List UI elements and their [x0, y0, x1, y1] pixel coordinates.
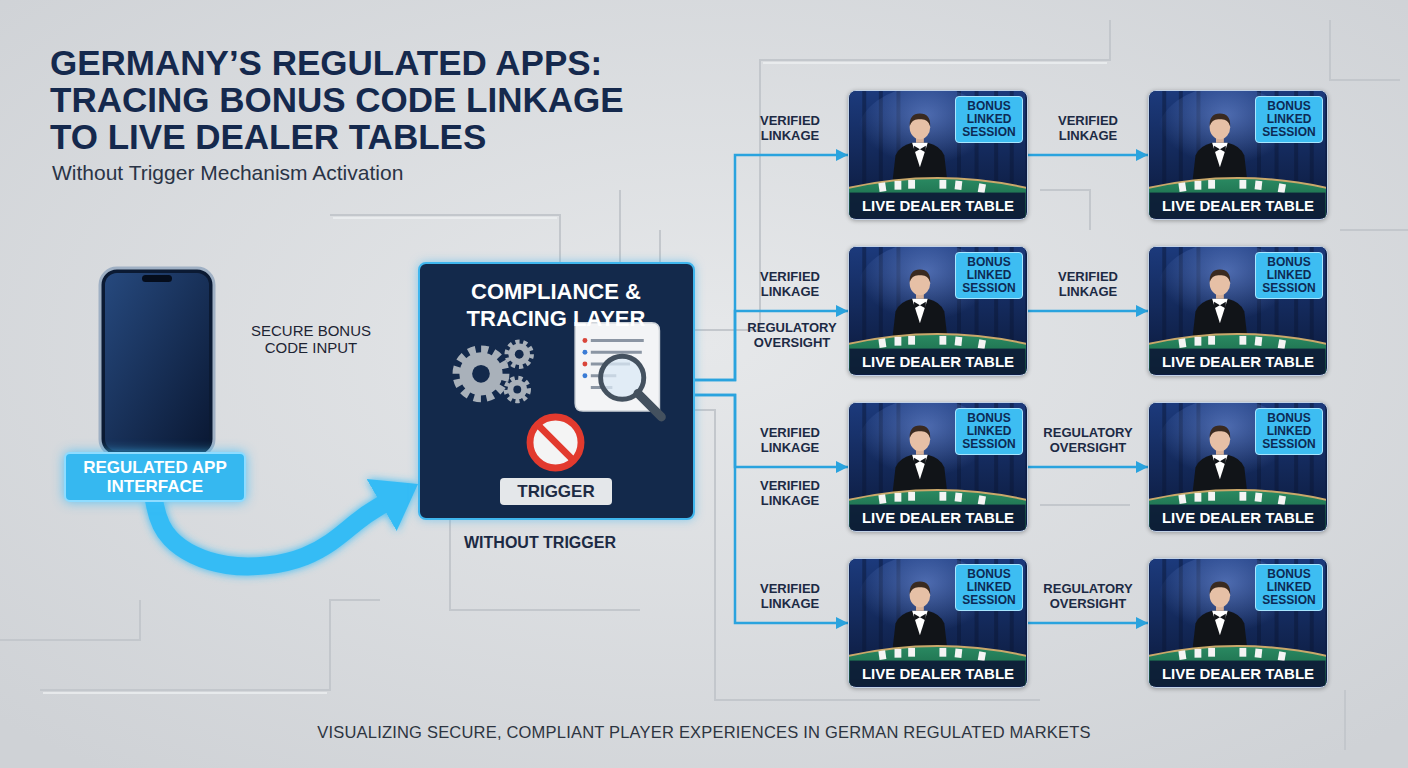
flow-arrow	[154, 500, 383, 566]
circuit-line	[1340, 229, 1408, 231]
link-arrow	[1028, 466, 1148, 469]
bonus-badge: BONUS LINKED SESSION	[1255, 408, 1323, 455]
link-arrow	[1028, 154, 1148, 157]
bonus-badge: BONUS LINKED SESSION	[1255, 252, 1323, 299]
live-dealer-card: BONUS LINKED SESSION LIVE DEALER TABLE	[1148, 246, 1328, 376]
illustration	[1149, 247, 1326, 374]
live-dealer-card: BONUS LINKED SESSION LIVE DEALER TABLE	[848, 246, 1028, 376]
link-arrow	[1028, 310, 1148, 313]
circuit-lines	[0, 20, 1408, 750]
link-arrow	[695, 395, 848, 623]
circuit-line	[659, 230, 661, 262]
bonus-badge: BONUS LINKED SESSION	[955, 408, 1023, 455]
circuit-line	[1330, 20, 1400, 80]
circuit-line	[333, 217, 557, 219]
illustration	[849, 559, 1026, 686]
circuit-line	[43, 692, 327, 694]
illustration	[849, 403, 1026, 530]
table-caption: LIVE DEALER TABLE	[849, 665, 1027, 682]
link-arrow	[695, 395, 848, 467]
table-caption: LIVE DEALER TABLE	[1149, 665, 1327, 682]
illustration	[457, 323, 661, 468]
illustration	[1149, 91, 1326, 218]
bonus-badge: BONUS LINKED SESSION	[955, 96, 1023, 143]
subtitle: Without Trigger Mechanism Activation	[52, 161, 572, 185]
diagram-title: GERMANY’S REGULATED APPS: TRACING BONUS …	[50, 44, 650, 155]
bonus-badge: BONUS LINKED SESSION	[1255, 96, 1323, 143]
edge-note: REGULATORY OVERSIGHT	[742, 320, 842, 350]
process-box: COMPLIANCE & TRACING LAYER TRIGGER	[418, 262, 695, 520]
bonus-badge: BONUS LINKED SESSION	[955, 564, 1023, 611]
link-arrow	[695, 311, 848, 380]
edge-label: VERIFIED LINKAGE	[744, 581, 836, 611]
edge-label: REGULATORY OVERSIGHT	[1033, 581, 1143, 611]
circuit-highlights	[43, 63, 1107, 693]
live-dealer-card: BONUS LINKED SESSION LIVE DEALER TABLE	[848, 402, 1028, 532]
circuit-line	[619, 190, 621, 262]
illustration	[1149, 559, 1326, 686]
circuit-line	[0, 600, 140, 640]
bonus-badge: BONUS LINKED SESSION	[1255, 564, 1323, 611]
circuit-line	[1040, 504, 1130, 506]
circuit-line	[330, 215, 560, 262]
edge-label: VERIFIED LINKAGE	[744, 269, 836, 299]
trigger-tag: TRIGGER	[500, 478, 612, 505]
circuit-line	[450, 520, 640, 610]
circuit-line	[1040, 190, 1090, 230]
live-dealer-card: BONUS LINKED SESSION LIVE DEALER TABLE	[1148, 90, 1328, 220]
app-label: REGULATED APP INTERFACE	[64, 452, 246, 502]
circuit-line	[40, 600, 380, 690]
diagram-caption: VISUALIZING SECURE, COMPLIANT PLAYER EXP…	[254, 722, 1154, 742]
note-label: WITHOUT TRIGGER	[440, 533, 640, 552]
live-dealer-card: BONUS LINKED SESSION LIVE DEALER TABLE	[1148, 402, 1328, 532]
phone-device: REGULATED APP INTERFACE	[62, 262, 248, 500]
layer-heading: COMPLIANCE & TRACING LAYER	[438, 278, 674, 332]
table-caption: LIVE DEALER TABLE	[849, 197, 1027, 214]
table-caption: LIVE DEALER TABLE	[849, 353, 1027, 370]
live-dealer-card: BONUS LINKED SESSION LIVE DEALER TABLE	[848, 558, 1028, 688]
edge-note: VERIFIED LINKAGE	[744, 478, 836, 508]
table-caption: LIVE DEALER TABLE	[1149, 509, 1327, 526]
edge-label: VERIFIED LINKAGE	[1033, 269, 1143, 299]
illustration	[849, 91, 1026, 218]
circuit-line	[1344, 690, 1346, 750]
table-caption: LIVE DEALER TABLE	[1149, 197, 1327, 214]
live-dealer-card: BONUS LINKED SESSION LIVE DEALER TABLE	[1148, 558, 1328, 688]
bonus-badge: BONUS LINKED SESSION	[955, 252, 1023, 299]
link-arrow	[1028, 622, 1148, 625]
circuit-line	[763, 62, 1107, 64]
live-dealer-card: BONUS LINKED SESSION LIVE DEALER TABLE	[848, 90, 1028, 220]
link-arrow	[695, 155, 848, 380]
table-caption: LIVE DEALER TABLE	[849, 509, 1027, 526]
table-caption: LIVE DEALER TABLE	[1149, 353, 1327, 370]
edge-label: REGULATORY OVERSIGHT	[1033, 425, 1143, 455]
node-illustration	[98, 266, 216, 458]
illustration	[1149, 403, 1326, 530]
edge-label: VERIFIED LINKAGE	[1033, 113, 1143, 143]
flow-arrow	[248, 367, 378, 385]
edge-label: VERIFIED LINKAGE	[744, 113, 836, 143]
illustration	[849, 247, 1026, 374]
edge-label: VERIFIED LINKAGE	[744, 425, 836, 455]
illustration	[100, 268, 214, 456]
edge-label: SECURE BONUS CODE INPUT	[241, 322, 381, 356]
